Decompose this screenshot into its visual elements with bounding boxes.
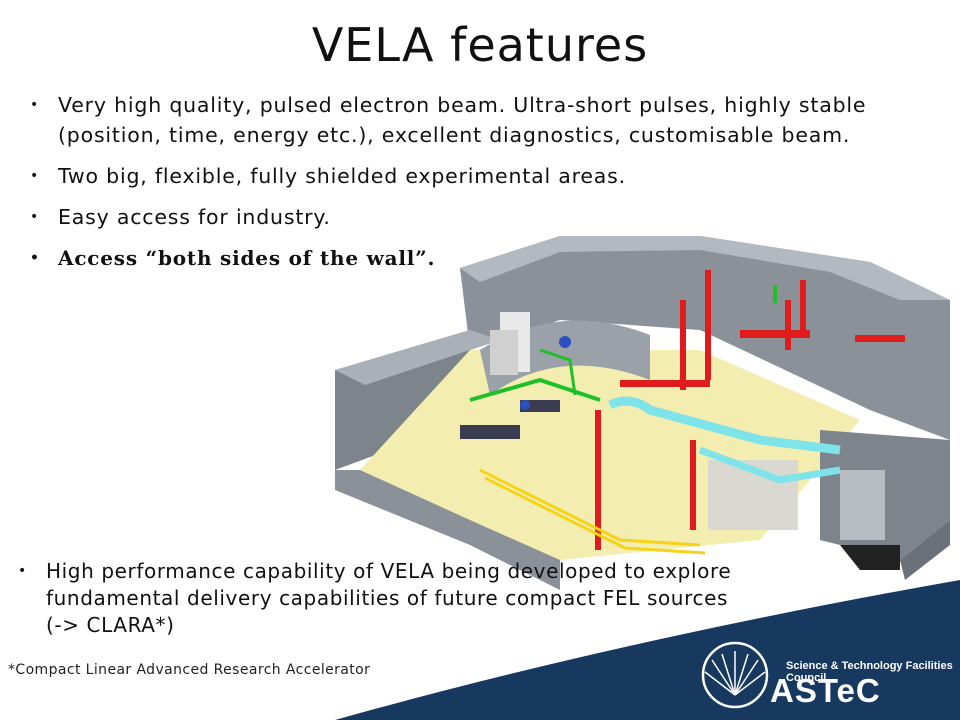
slide-title: VELA features [311,18,649,72]
stfc-sunburst-icon [701,641,769,709]
bullet-list: • Very high quality, pulsed electron beam… [28,90,938,284]
bullet-dot: • [30,97,40,113]
bullet-text: Very high quality, pulsed electron beam.… [58,93,867,147]
bottom-bullet: • High performance capability of VELA be… [18,558,746,639]
bullet-dot: • [18,563,27,579]
bullet-item: • Access “both sides of the wall”. [28,243,938,273]
bullet-dot: • [30,250,40,266]
bottom-bullet-text: High performance capability of VELA bein… [46,559,732,637]
footnote: *Compact Linear Advanced Research Accele… [8,662,371,678]
bullet-item: • Very high quality, pulsed electron beam… [28,90,938,150]
bullet-text: Easy access for industry. [58,205,331,229]
bullet-item: • Two big, flexible, fully shielded exper… [28,161,938,191]
bullet-item: • Easy access for industry. [28,202,938,232]
bullet-dot: • [30,209,40,225]
facility-pipes [460,270,905,555]
bullet-dot: • [30,168,40,184]
council-name: Science & Technology Facilities Council [786,660,953,684]
facility-walls [335,236,950,590]
astec-logo: ASTeC [770,672,881,709]
bullet-text: Access “both sides of the wall”. [58,246,436,270]
bullet-text: Two big, flexible, fully shielded experi… [58,164,626,188]
